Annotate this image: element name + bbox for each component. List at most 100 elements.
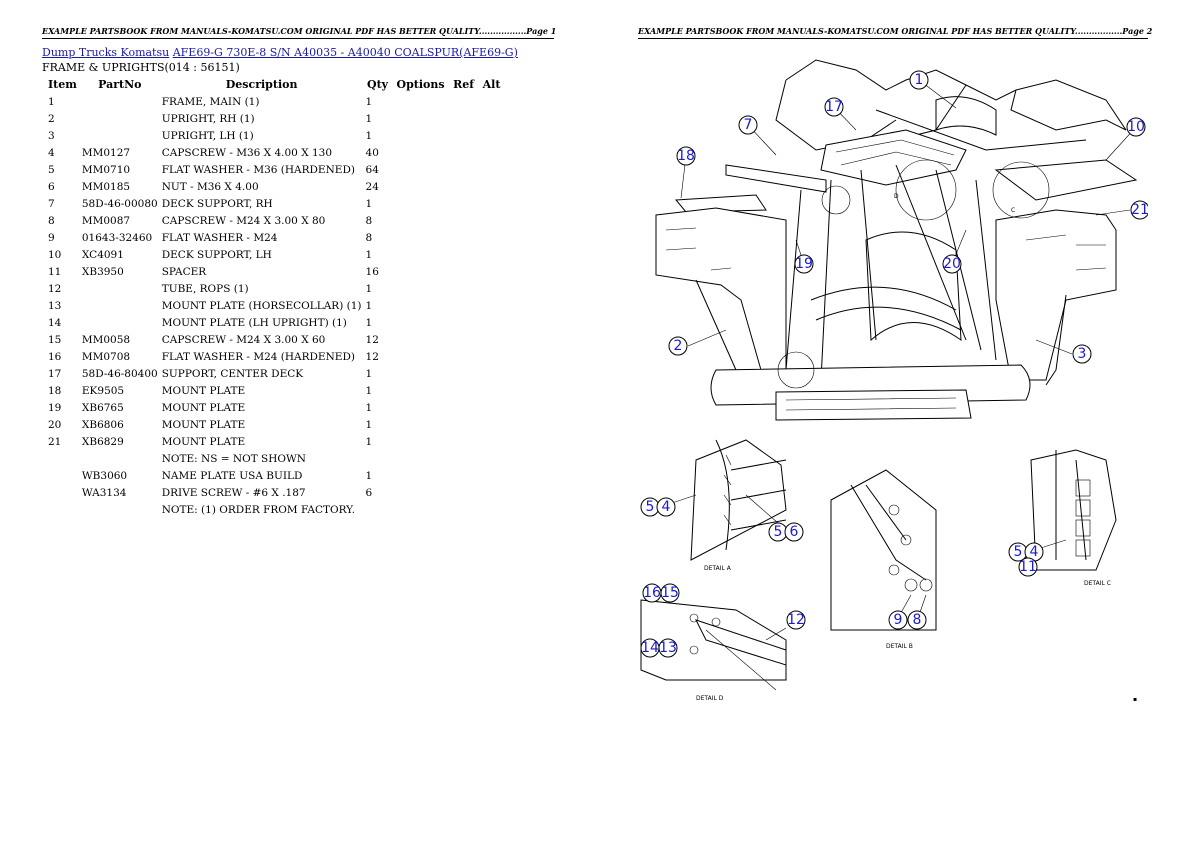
callout-circle (658, 638, 678, 658)
cell-options (392, 501, 450, 518)
cell-options (392, 433, 450, 450)
cell-partno (80, 93, 160, 110)
callout-circle (794, 254, 814, 274)
breadcrumb-link-model[interactable]: AFE69-G 730E-8 S/N A40035 - A40040 COALS… (172, 46, 518, 59)
cell-qty: 6 (365, 486, 373, 499)
callout-number: 17 (825, 99, 843, 115)
svg-text:D: D (894, 193, 899, 200)
callout-number: 5 (1014, 544, 1023, 560)
table-row: NOTE: (1) ORDER FROM FACTORY. (44, 501, 506, 518)
callout-20: 20 (942, 254, 962, 274)
parts-table: Item PartNo Description Qty Options Ref … (44, 76, 506, 518)
cell-description: NOTE: NS = NOT SHOWN (161, 452, 306, 465)
cell-partno: XC4091 (81, 248, 124, 261)
cell-qty: 1 (365, 95, 373, 108)
cell-item: 7 (48, 197, 55, 210)
cell-description: CAPSCREW - M24 X 3.00 X 60 (161, 333, 326, 346)
cell-description: NUT - M36 X 4.00 (161, 180, 259, 193)
page2-header: EXAMPLE PARTSBOOK FROM MANUALS-KOMATSU.C… (638, 26, 1152, 39)
cell-item (44, 450, 80, 467)
cell-qty: 8 (365, 214, 373, 227)
cell-alt (478, 127, 506, 144)
callout-number: 12 (787, 612, 805, 628)
callout-number: 2 (674, 338, 683, 354)
cell-item: 21 (48, 435, 62, 448)
cell-ref (450, 416, 478, 433)
cell-ref (450, 450, 478, 467)
cell-ref (450, 93, 478, 110)
cell-options (392, 484, 450, 501)
cell-ref (450, 467, 478, 484)
cell-alt (478, 501, 506, 518)
callout-number: 10 (1127, 119, 1145, 135)
cell-description: FLAT WASHER - M24 (161, 231, 278, 244)
cell-options (392, 467, 450, 484)
cell-alt (478, 348, 506, 365)
cell-partno: WB3060 (81, 469, 128, 482)
callout-circle (1130, 200, 1148, 220)
callout-18: 18 (676, 146, 696, 166)
cell-item: 15 (48, 333, 62, 346)
cell-qty: 1 (365, 469, 373, 482)
cell-ref (450, 484, 478, 501)
callout-6: 6 (784, 522, 804, 542)
cell-description: UPRIGHT, RH (1) (161, 112, 255, 125)
cell-item: 20 (48, 418, 62, 431)
callout-2: 2 (668, 336, 688, 356)
cell-qty: 1 (365, 112, 373, 125)
cell-partno (80, 127, 160, 144)
callout-13: 13 (658, 638, 678, 658)
callout-circle (824, 97, 844, 117)
breadcrumb-link-category[interactable]: Dump Trucks Komatsu (42, 46, 170, 59)
cell-ref (450, 229, 478, 246)
callout-number: 6 (790, 524, 799, 540)
cell-qty: 12 (365, 350, 379, 363)
cell-alt (478, 229, 506, 246)
cell-item (44, 501, 80, 518)
cell-alt (478, 416, 506, 433)
col-header-ref: Ref (453, 78, 474, 91)
cell-alt (478, 331, 506, 348)
cell-ref (450, 331, 478, 348)
cell-alt (478, 144, 506, 161)
callout-number: 19 (795, 256, 813, 272)
cell-partno: 58D-46-80400 (81, 367, 158, 380)
cell-qty: 1 (365, 129, 373, 142)
callout-number: 14 (641, 640, 659, 656)
cell-ref (450, 144, 478, 161)
callout-number: 5 (774, 524, 783, 540)
cell-item: 5 (48, 163, 55, 176)
callout-circle (942, 254, 962, 274)
cell-description: MOUNT PLATE (HORSECOLLAR) (1) (161, 299, 362, 312)
cell-qty: 1 (365, 401, 373, 414)
cell-options (392, 314, 450, 331)
cell-partno: MM0185 (81, 180, 131, 193)
cell-options (392, 212, 450, 229)
cell-options (392, 365, 450, 382)
cell-ref (450, 399, 478, 416)
cell-alt (478, 433, 506, 450)
cell-description: NAME PLATE USA BUILD (161, 469, 303, 482)
cell-partno: XB3950 (81, 265, 124, 278)
cell-ref (450, 178, 478, 195)
cell-description: NOTE: (1) ORDER FROM FACTORY. (161, 503, 356, 516)
main-frame-sketch: D C (655, 59, 1138, 421)
cell-partno: XB6806 (81, 418, 124, 431)
cell-description: FRAME, MAIN (1) (161, 95, 260, 108)
col-header-alt: Alt (482, 78, 501, 91)
callout-circle (660, 583, 680, 603)
detail-a-label: DETAIL A (704, 565, 732, 572)
callout-number: 13 (659, 640, 677, 656)
cell-item: 12 (48, 282, 62, 295)
cell-description: TUBE, ROPS (1) (161, 282, 249, 295)
callout-circle (656, 497, 676, 517)
